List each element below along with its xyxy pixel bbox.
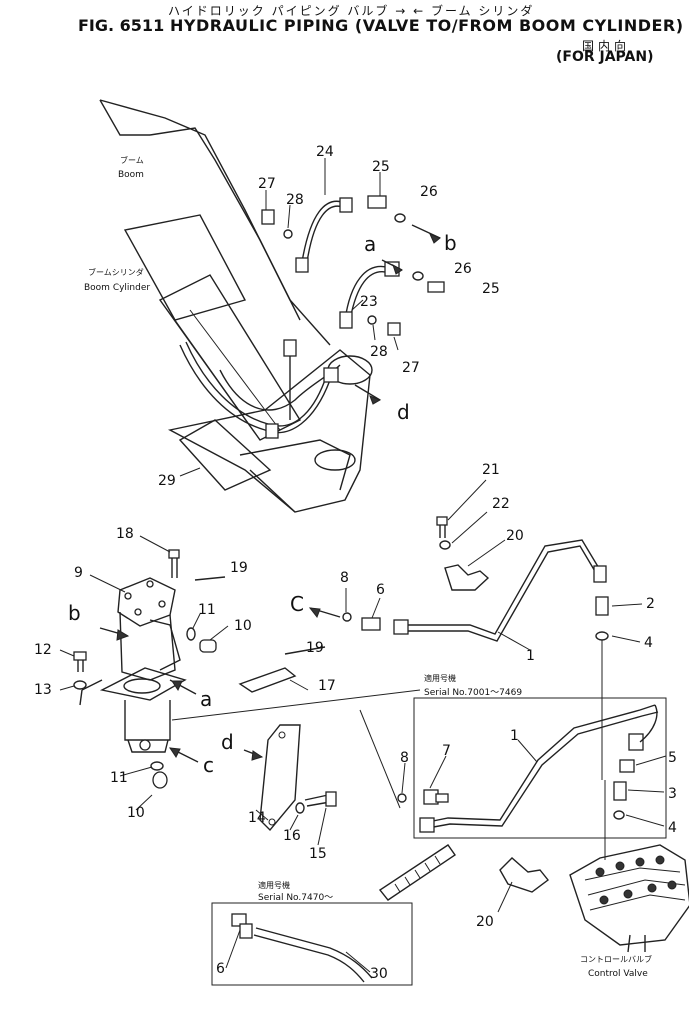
protector-wrap — [378, 844, 456, 901]
callout-30: 30 — [370, 966, 388, 982]
callout-13: 13 — [34, 682, 52, 698]
control-valve-jp-label: コントロールバルブ — [580, 954, 652, 964]
connection-letter-c-lower: c — [203, 753, 214, 777]
callout-6b: 6 — [216, 961, 225, 977]
japanese-title: ハイドロリック パイピング バルブ → ← ブーム シリンダ — [168, 4, 535, 18]
callout-22: 22 — [492, 496, 510, 512]
callout-3: 3 — [668, 786, 677, 802]
boom-cylinder-jp-label: ブームシリンダ — [88, 267, 144, 277]
callout-4b: 4 — [668, 820, 677, 836]
callout-2: 2 — [646, 596, 655, 612]
callout-28: 28 — [286, 192, 304, 208]
callout-7: 7 — [442, 743, 451, 759]
market-label: (FOR JAPAN) — [556, 49, 654, 65]
callout-19b: 19 — [306, 640, 324, 656]
connection-letter-a-lower: a — [200, 687, 212, 711]
boom-label: Boom — [118, 170, 144, 180]
callout-10b: 10 — [127, 805, 145, 821]
callout-19: 19 — [230, 560, 248, 576]
callout-24: 24 — [316, 144, 334, 160]
connection-letter-b-lower: b — [68, 601, 81, 625]
callout-27b: 27 — [402, 360, 420, 376]
callout-20: 20 — [506, 528, 524, 544]
left-leader-lines — [59, 535, 327, 846]
callout-15: 15 — [309, 846, 327, 862]
callout-1: 1 — [526, 648, 535, 664]
clamp-20-lower — [499, 857, 549, 893]
connection-letter-b-upper: b — [444, 231, 457, 255]
callout-28b: 28 — [370, 344, 388, 360]
callout-8: 8 — [340, 570, 349, 586]
middle-leader-lines — [345, 479, 643, 651]
connection-letter-a-upper: a — [364, 232, 376, 256]
callout-23: 23 — [360, 294, 378, 310]
steel-pipe-drawing — [308, 516, 609, 860]
figure-number: FIG. 6511 — [78, 16, 165, 35]
hold-check-valve-drawing — [73, 549, 337, 832]
callout-12: 12 — [34, 642, 52, 658]
serial-box-7470 — [211, 902, 413, 986]
wrap-hatch — [394, 855, 441, 893]
upper-leader-lines — [179, 158, 399, 477]
callout-8b: 8 — [400, 750, 409, 766]
boom-cylinder-label: Boom Cylinder — [84, 283, 150, 293]
serial-box-leaders — [401, 739, 667, 827]
serial-box-7001 — [397, 697, 667, 839]
callout-11b: 11 — [110, 770, 128, 786]
callout-9: 9 — [74, 565, 83, 581]
callout-6: 6 — [376, 582, 385, 598]
callout-16: 16 — [283, 828, 301, 844]
callout-26: 26 — [420, 184, 438, 200]
serial1-jp-label: 適用号機 — [424, 673, 456, 683]
callout-21: 21 — [482, 462, 500, 478]
callout-14: 14 — [248, 810, 266, 826]
serial2-jp-label: 適用号機 — [258, 880, 290, 890]
control-valve-drawing — [569, 844, 689, 953]
connection-letter-d-upper: d — [397, 400, 410, 424]
connection-letter-d-lower: d — [221, 730, 234, 754]
callout-27: 27 — [258, 176, 276, 192]
boom-jp-label: ブーム — [120, 155, 144, 165]
guide-line — [359, 709, 401, 809]
callout-25: 25 — [372, 159, 390, 175]
callout-1b: 1 — [510, 728, 519, 744]
callout-29: 29 — [158, 473, 176, 489]
callout-11: 11 — [198, 602, 216, 618]
callout-18: 18 — [116, 526, 134, 542]
callout-25b: 25 — [482, 281, 500, 297]
serial1-label: Serial No.7001～7469 — [424, 688, 522, 698]
boom-assembly-drawing — [99, 99, 445, 513]
callout-10: 10 — [234, 618, 252, 634]
figure-title: HYDRAULIC PIPING (VALVE TO/FROM BOOM CYL… — [170, 16, 684, 35]
leader-line — [497, 881, 513, 913]
japanese-market-label: 国内向 — [582, 39, 631, 53]
guide-line — [171, 689, 421, 721]
control-valve-label: Control Valve — [588, 969, 648, 979]
callout-4: 4 — [644, 635, 653, 651]
connection-letter-C-upper: C — [290, 592, 304, 616]
callout-5: 5 — [668, 750, 677, 766]
serial2-label: Serial No.7470～ — [258, 893, 333, 903]
callout-26b: 26 — [454, 261, 472, 277]
callout-17: 17 — [318, 678, 336, 694]
callout-20b: 20 — [476, 914, 494, 930]
